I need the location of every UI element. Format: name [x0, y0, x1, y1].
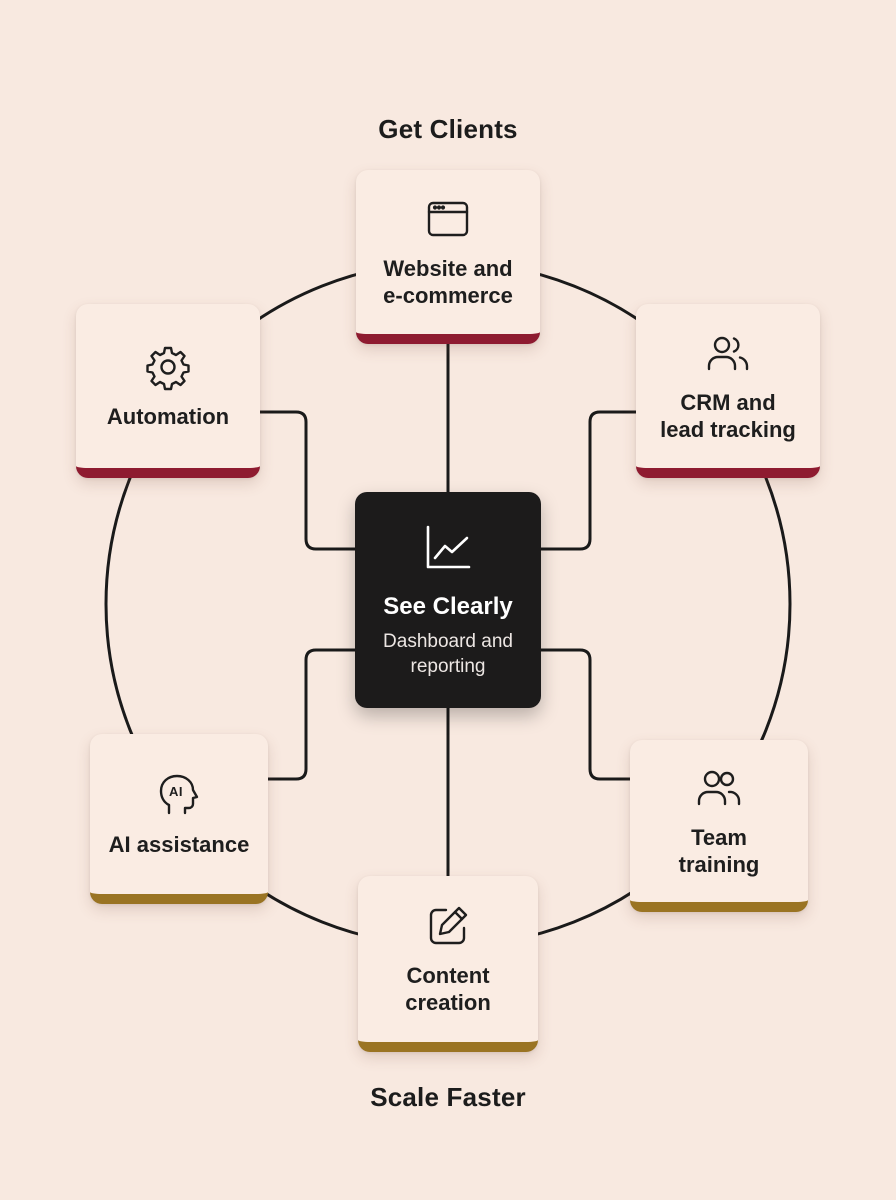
gear-icon	[146, 346, 190, 390]
center-card[interactable]: See Clearly Dashboard and reporting	[355, 492, 541, 708]
bottom-label: Scale Faster	[370, 1082, 526, 1112]
ai-head-icon: AI	[159, 774, 199, 814]
node-website[interactable]: Website and e-commerce	[356, 170, 540, 344]
node-automation-label: Automation	[106, 403, 230, 429]
browser-window-icon	[427, 201, 469, 237]
team-icon	[697, 770, 741, 806]
top-label: Get Clients	[378, 114, 518, 144]
connector-crm	[539, 410, 638, 551]
connector-automation	[258, 410, 357, 551]
line-chart-icon	[426, 525, 471, 569]
node-automation[interactable]: Automation	[76, 304, 260, 478]
node-crm[interactable]: CRM and lead tracking	[636, 304, 820, 478]
node-content[interactable]: Content creation	[358, 876, 538, 1052]
node-crm-label: CRM and lead tracking	[660, 390, 796, 442]
node-website-label: Website and e-commerce	[383, 256, 513, 308]
node-ai-label: AI assistance	[108, 831, 250, 857]
node-content-label: Content creation	[405, 963, 491, 1015]
connector-team-training	[539, 648, 630, 781]
node-ai[interactable]: AI AI assistance	[90, 734, 268, 904]
connector-ai	[268, 648, 357, 781]
edit-icon	[429, 906, 468, 945]
users-icon	[707, 336, 749, 371]
node-team-training-label: Team training	[678, 825, 760, 877]
svg-text:AI: AI	[169, 784, 183, 799]
center-title: See Clearly	[383, 593, 513, 620]
node-team-training[interactable]: Team training	[630, 740, 808, 912]
center-subtitle: Dashboard and reporting	[383, 631, 513, 677]
